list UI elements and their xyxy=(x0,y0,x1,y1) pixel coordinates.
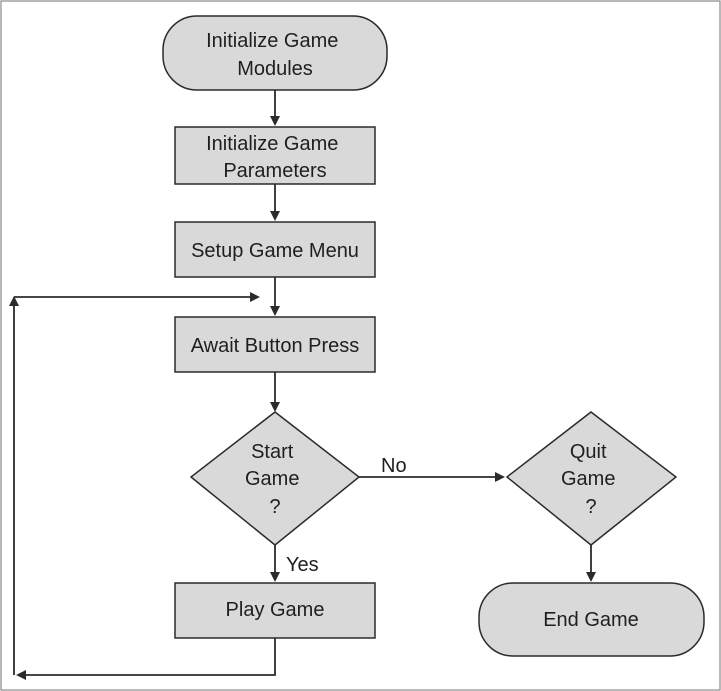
node-setup-game-menu: Setup Game Menu xyxy=(174,221,376,278)
end-game-label: End Game xyxy=(543,609,639,631)
quit-game-line-2: Game xyxy=(561,468,615,490)
initialize-game-modules-line-2: Modules xyxy=(237,58,313,80)
node-start-game-decision: Start Game ? xyxy=(189,411,361,546)
start-game-line-2: Game xyxy=(245,468,299,490)
node-await-button-press: Await Button Press xyxy=(174,316,376,373)
initialize-game-parameters-shape xyxy=(174,126,376,185)
edge-label-no: No xyxy=(381,455,407,477)
setup-game-menu-shape xyxy=(174,221,376,278)
node-end-game: End Game xyxy=(478,582,705,657)
quit-game-decision-label: Quit Game ? xyxy=(561,441,621,518)
start-game-decision-shape xyxy=(189,411,361,546)
await-button-press-label: Await Button Press xyxy=(191,335,360,357)
initialize-game-parameters-line-1: Initialize Game xyxy=(206,133,338,155)
start-game-line-3: ? xyxy=(269,496,280,518)
end-game-shape xyxy=(478,582,705,657)
start-game-line-1: Start xyxy=(251,441,294,463)
start-game-decision-label: Start Game ? xyxy=(245,441,305,518)
initialize-game-parameters-line-2: Parameters xyxy=(223,160,326,182)
initialize-game-modules-shape xyxy=(162,15,388,91)
edge-play-game-return-lower xyxy=(16,638,276,680)
quit-game-line-3: ? xyxy=(585,496,596,518)
edge-label-yes: Yes xyxy=(286,554,319,576)
initialize-game-modules-label: Initialize Game Modules xyxy=(206,30,344,80)
quit-game-line-1: Quit xyxy=(570,441,607,463)
await-button-press-shape xyxy=(174,316,376,373)
initialize-game-modules-line-1: Initialize Game xyxy=(206,30,338,52)
node-initialize-game-parameters: Initialize Game Parameters xyxy=(174,126,376,185)
node-initialize-game-modules: Initialize Game Modules xyxy=(162,15,388,91)
quit-game-decision-shape xyxy=(505,411,678,546)
setup-game-menu-label: Setup Game Menu xyxy=(191,240,359,262)
play-game-label: Play Game xyxy=(226,599,325,621)
play-game-shape xyxy=(174,582,376,639)
initialize-game-parameters-label: Initialize Game Parameters xyxy=(206,133,344,182)
node-quit-game-decision: Quit Game ? xyxy=(505,411,678,546)
node-play-game: Play Game xyxy=(174,582,376,639)
